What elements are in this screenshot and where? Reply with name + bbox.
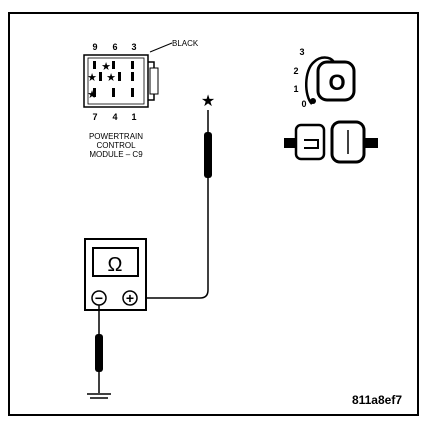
key-pivot	[310, 98, 316, 104]
key-cylinder-body	[294, 123, 326, 161]
key-shaft-right	[364, 138, 378, 148]
module-label-line-2: CONTROL	[96, 141, 136, 150]
terminal-8	[99, 72, 102, 81]
key-head	[316, 60, 356, 102]
ohmmeter: Ω − +	[84, 238, 147, 311]
pin-label-4: 4	[112, 112, 117, 122]
key-position-3: 3	[299, 47, 304, 57]
terminal-star-marker: ★	[87, 89, 97, 101]
ohm-symbol: Ω	[108, 254, 123, 276]
diagram-border	[8, 12, 419, 416]
terminal-star-marker: ★	[87, 72, 97, 84]
key-head-symbol: O	[328, 70, 345, 95]
terminal-star-marker: ★	[106, 72, 116, 84]
ground-probe-handle	[95, 334, 103, 372]
terminal-6	[112, 61, 115, 69]
probe-handle	[204, 132, 212, 178]
terminal-2	[131, 72, 134, 81]
probe-lead-wire	[137, 178, 209, 299]
connector-latch-tab	[149, 67, 159, 95]
ignition-switch: 3 2 1 0 O	[284, 47, 378, 164]
connector-inner-frame	[87, 57, 145, 105]
key-position-0: 0	[301, 99, 306, 109]
terminal-1	[131, 88, 134, 97]
pin-label-7: 7	[92, 112, 97, 122]
key-position-2: 2	[293, 66, 298, 76]
pin-label-3: 3	[131, 42, 136, 52]
connector-color-label: BLACK	[172, 39, 199, 48]
terminal-9	[93, 61, 96, 69]
terminal-4	[112, 88, 115, 97]
pin-label-9: 9	[92, 42, 97, 52]
negative-terminal-symbol: −	[95, 290, 103, 306]
module-label-line-3: MODULE – C9	[89, 150, 143, 159]
terminal-3	[131, 61, 134, 69]
test-probe: ★	[137, 93, 215, 299]
key-shaft-left	[284, 138, 296, 148]
positive-terminal-symbol: +	[126, 290, 134, 306]
key-position-1: 1	[293, 84, 298, 94]
key-cylinder-slot	[304, 139, 319, 149]
pin-label-1: 1	[131, 112, 136, 122]
pin-label-6: 6	[112, 42, 117, 52]
terminal-7	[93, 88, 96, 97]
probe-star-marker: ★	[201, 93, 215, 110]
module-label-line-1: POWERTRAIN	[89, 132, 143, 141]
pcm-connector: 9 6 3 BLACK ★ ★ ★ ★ 7 4 1 POWERTRAIN CON…	[83, 39, 199, 159]
positive-terminal	[122, 290, 138, 306]
color-leader-line	[149, 42, 173, 53]
terminal-5	[118, 72, 121, 81]
ground-lead	[87, 305, 111, 399]
terminal-star-marker: ★	[101, 61, 111, 73]
ohmmeter-display	[92, 247, 139, 277]
figure-id: 811a8ef7	[352, 393, 402, 407]
